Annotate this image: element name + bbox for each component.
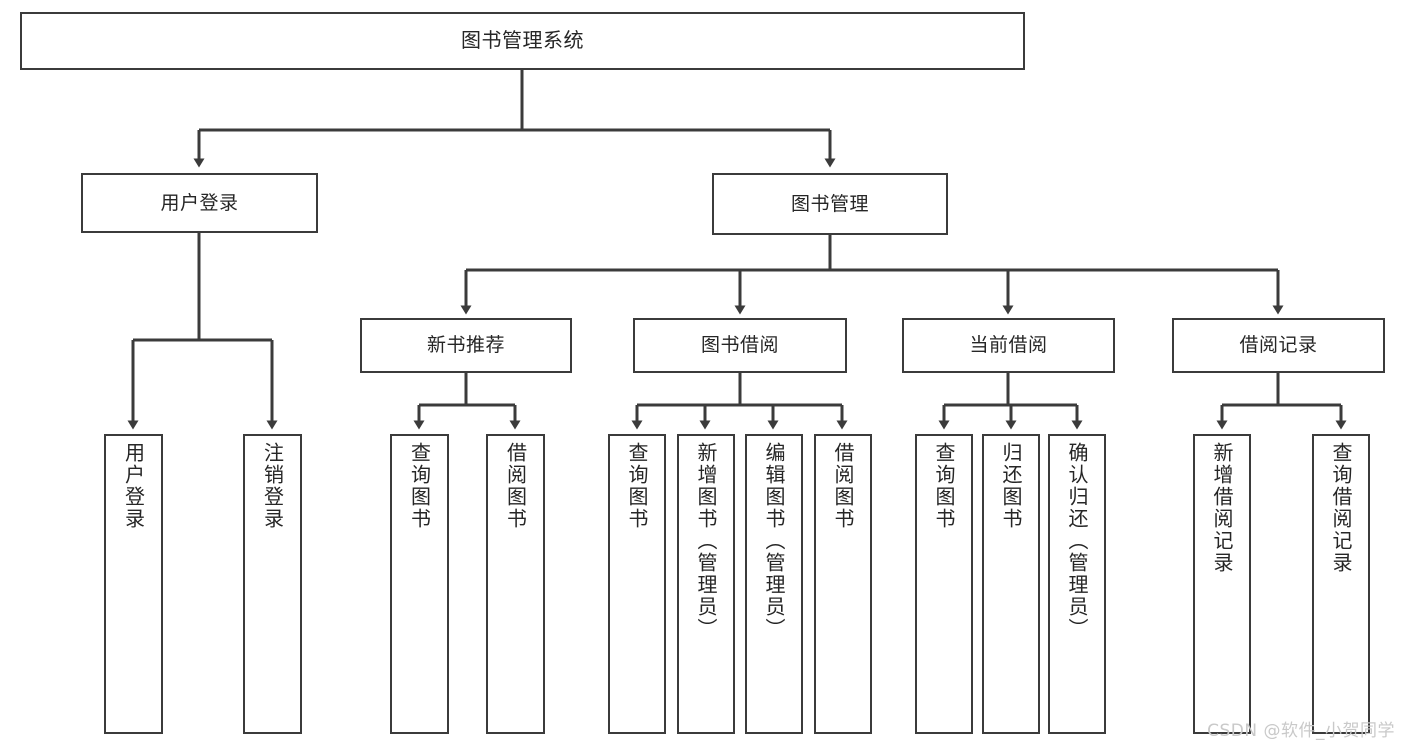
node-leaf-confirm-return-label: 确认归还（管理员） xyxy=(1065,442,1089,640)
node-leaf-query-book-2-label: 查询图书 xyxy=(625,442,649,530)
node-leaf-query-book-2[interactable]: 查询图书 xyxy=(608,434,666,734)
node-leaf-add-record[interactable]: 新增借阅记录 xyxy=(1193,434,1251,734)
node-leaf-query-record-label: 查询借阅记录 xyxy=(1329,442,1353,574)
node-new-book-rec[interactable]: 新书推荐 xyxy=(360,318,572,373)
node-current-borrow-label: 当前借阅 xyxy=(969,334,1048,357)
node-book-manage-label: 图书管理 xyxy=(790,192,869,215)
node-leaf-query-book-3[interactable]: 查询图书 xyxy=(915,434,973,734)
node-leaf-borrow-book-2[interactable]: 借阅图书 xyxy=(814,434,872,734)
node-leaf-borrow-book-1-label: 借阅图书 xyxy=(503,442,528,530)
node-user-login[interactable]: 用户登录 xyxy=(81,173,318,233)
node-borrow-record[interactable]: 借阅记录 xyxy=(1172,318,1385,373)
node-new-book-rec-label: 新书推荐 xyxy=(426,334,505,357)
node-leaf-borrow-book-1[interactable]: 借阅图书 xyxy=(486,434,545,734)
csdn-watermark: CSDN @软件_小贺同学 xyxy=(1207,721,1395,741)
node-book-borrow-label: 图书借阅 xyxy=(700,334,779,357)
node-root[interactable]: 图书管理系统 xyxy=(20,12,1025,70)
node-borrow-record-label: 借阅记录 xyxy=(1239,334,1318,357)
node-leaf-logout-label: 注销登录 xyxy=(260,442,285,530)
node-leaf-confirm-return[interactable]: 确认归还（管理员） xyxy=(1048,434,1106,734)
node-leaf-add-book[interactable]: 新增图书（管理员） xyxy=(677,434,735,734)
node-leaf-query-book-1-label: 查询图书 xyxy=(407,442,432,530)
node-leaf-edit-book[interactable]: 编辑图书（管理员） xyxy=(745,434,803,734)
node-leaf-add-record-label: 新增借阅记录 xyxy=(1210,442,1234,574)
node-leaf-query-book-3-label: 查询图书 xyxy=(932,442,956,530)
node-leaf-user-login[interactable]: 用户登录 xyxy=(104,434,163,734)
node-leaf-query-book-1[interactable]: 查询图书 xyxy=(390,434,449,734)
node-leaf-return-book-label: 归还图书 xyxy=(999,442,1023,530)
node-leaf-add-book-label: 新增图书（管理员） xyxy=(694,442,718,640)
node-current-borrow[interactable]: 当前借阅 xyxy=(902,318,1115,373)
node-book-manage[interactable]: 图书管理 xyxy=(712,173,948,235)
node-leaf-edit-book-label: 编辑图书（管理员） xyxy=(762,442,786,640)
node-leaf-logout[interactable]: 注销登录 xyxy=(243,434,302,734)
node-book-borrow[interactable]: 图书借阅 xyxy=(633,318,847,373)
node-root-label: 图书管理系统 xyxy=(461,28,584,53)
node-leaf-borrow-book-2-label: 借阅图书 xyxy=(831,442,855,530)
node-leaf-return-book[interactable]: 归还图书 xyxy=(982,434,1040,734)
node-leaf-user-login-label: 用户登录 xyxy=(121,442,146,530)
node-user-login-label: 用户登录 xyxy=(160,191,239,214)
node-leaf-query-record[interactable]: 查询借阅记录 xyxy=(1312,434,1370,734)
